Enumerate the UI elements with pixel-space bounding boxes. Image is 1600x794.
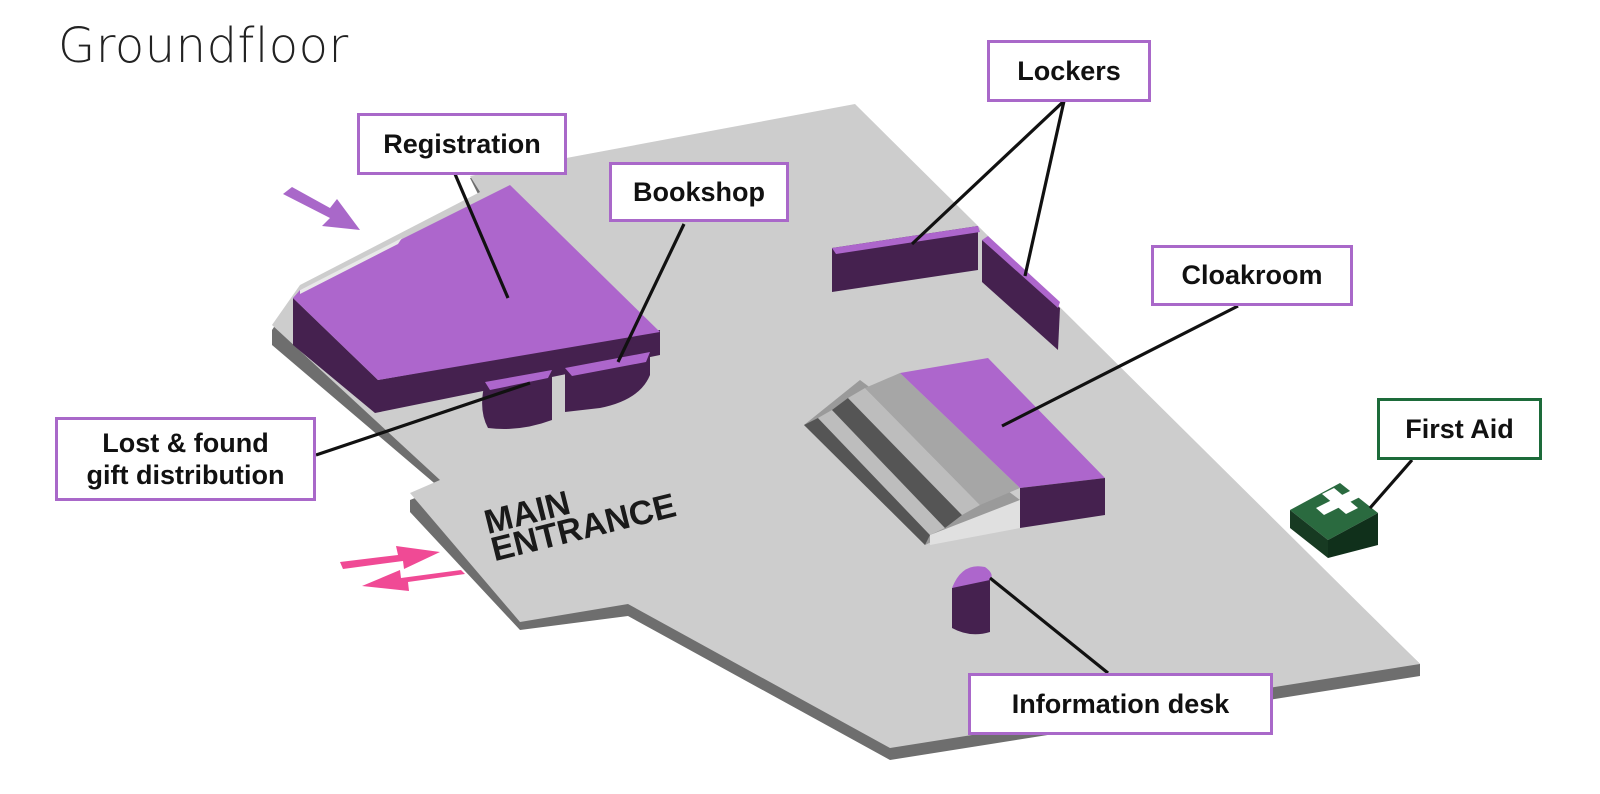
cloakroom-label-text: Cloakroom <box>1181 260 1323 291</box>
information-desk-label[interactable]: Information desk <box>968 673 1273 735</box>
bookshop-label[interactable]: Bookshop <box>609 162 789 222</box>
lockers-right[interactable] <box>982 236 1060 350</box>
lost-found-label[interactable]: Lost & found gift distribution <box>55 417 316 501</box>
lost-found-line-2: gift distribution <box>86 460 285 490</box>
entrance-arrows <box>340 546 465 591</box>
lost-found-line-1: Lost & found <box>102 427 269 458</box>
lockers-label[interactable]: Lockers <box>987 40 1151 102</box>
first-aid-box[interactable] <box>1290 483 1378 558</box>
connector-lines <box>315 99 1414 675</box>
registration-entry-arrow <box>283 187 360 230</box>
first-aid-label[interactable]: First Aid <box>1377 398 1542 460</box>
bookshop-booth[interactable] <box>565 352 650 412</box>
registration-label-text: Registration <box>383 128 541 159</box>
information-desk-label-text: Information desk <box>1011 688 1230 719</box>
registration-label[interactable]: Registration <box>357 113 567 175</box>
lockers-label-text: Lockers <box>1017 55 1121 86</box>
page-title: Groundfloor <box>58 18 349 74</box>
bookshop-label-text: Bookshop <box>633 176 765 207</box>
cloakroom-block[interactable] <box>804 358 1105 545</box>
cloakroom-label[interactable]: Cloakroom <box>1151 245 1353 306</box>
registration-booth[interactable] <box>293 185 660 413</box>
lost-found-booth[interactable] <box>482 370 552 429</box>
lockers-left[interactable] <box>832 226 980 292</box>
first-aid-label-text: First Aid <box>1405 413 1514 444</box>
cross-icon <box>1316 488 1360 515</box>
information-desk-booth[interactable] <box>952 566 992 635</box>
